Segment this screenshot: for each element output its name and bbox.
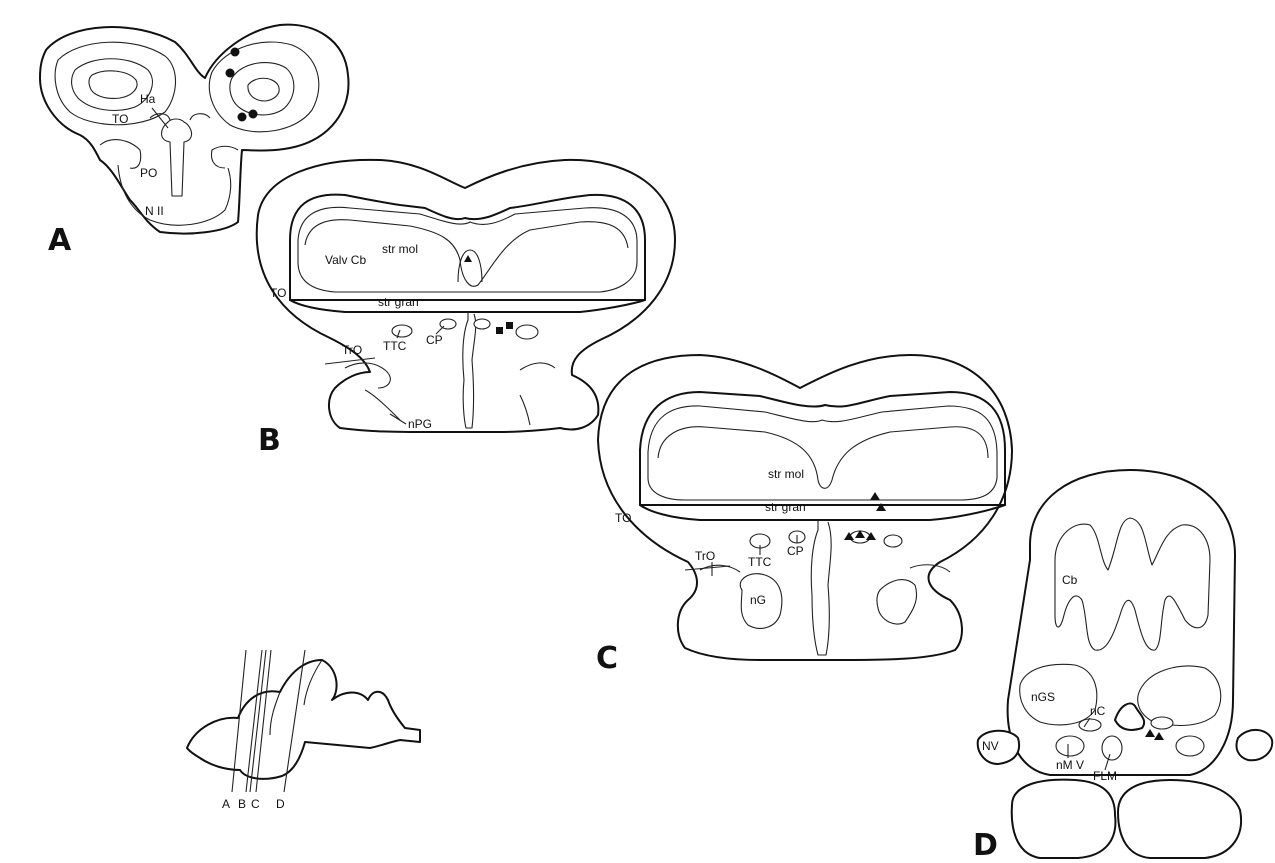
section-level-schematic: A B C D xyxy=(187,650,420,811)
label-cp: CP xyxy=(787,544,804,558)
label-ngs: nGS xyxy=(1031,690,1055,704)
label-ttc: TTC xyxy=(383,339,407,353)
label-to: TO xyxy=(270,286,286,300)
label-ng: nG xyxy=(750,593,766,607)
panel-letter-d: D xyxy=(973,828,998,863)
label-cb: Cb xyxy=(1062,573,1078,587)
level-line-b xyxy=(246,650,262,792)
marker-square xyxy=(496,327,503,334)
level-label-b: B xyxy=(238,797,246,811)
label-nv: NV xyxy=(982,739,999,753)
section-c: str mol str gran TO CP TTC TrO nG C xyxy=(596,355,1012,676)
label-str-mol: str mol xyxy=(768,467,804,481)
label-to: TO xyxy=(615,511,631,525)
label-cp: CP xyxy=(426,333,443,347)
marker-circle xyxy=(226,69,235,78)
marker-square xyxy=(506,322,513,329)
level-label-c: C xyxy=(251,797,260,811)
label-npg: nPG xyxy=(408,417,432,431)
marker-circle xyxy=(231,48,240,57)
level-label-a: A xyxy=(222,797,230,811)
label-po: PO xyxy=(140,166,157,180)
panel-letter-b: B xyxy=(258,423,281,458)
label-ttc: TTC xyxy=(748,555,772,569)
label-nii: N II xyxy=(145,204,164,218)
label-flm: FLM xyxy=(1093,769,1117,783)
label-valv-cb: Valv Cb xyxy=(325,253,366,267)
marker-circle xyxy=(249,110,258,119)
panel-letter-a: A xyxy=(48,223,72,258)
label-str-gran: str gran xyxy=(378,295,419,309)
label-nmv: nM V xyxy=(1056,758,1084,772)
label-tro: TrO xyxy=(342,343,362,357)
level-label-d: D xyxy=(276,797,285,811)
label-nc: nC xyxy=(1090,704,1106,718)
section-d: Cb nGS nC NV nM V FLM D xyxy=(973,470,1272,863)
label-to: TO xyxy=(112,112,128,126)
label-tro: TrO xyxy=(695,549,715,563)
label-str-mol: str mol xyxy=(382,242,418,256)
label-ha: Ha xyxy=(140,92,156,106)
panel-letter-c: C xyxy=(596,641,618,676)
label-str-gran: str gran xyxy=(765,500,806,514)
marker-circle xyxy=(238,113,247,122)
